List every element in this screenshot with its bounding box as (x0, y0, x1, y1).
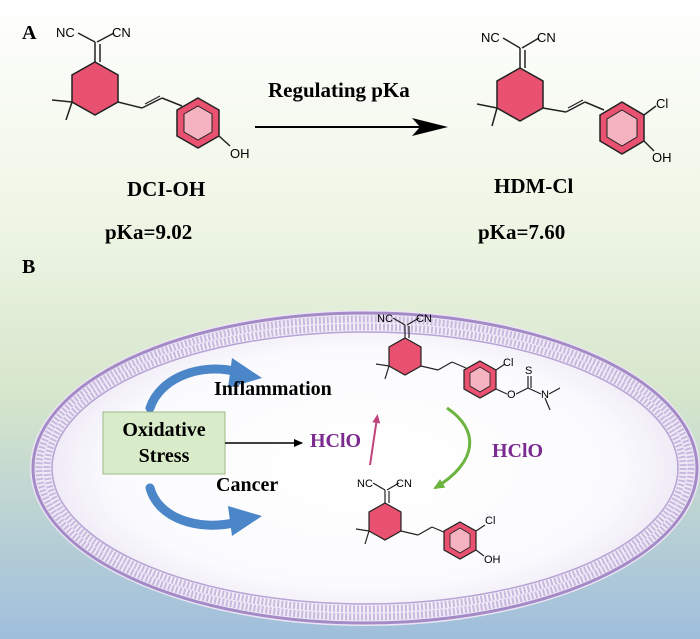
atom-nc-probe: NC (377, 313, 393, 325)
cancer-label: Cancer (216, 474, 279, 496)
stress-line1: Oxidative (122, 419, 206, 441)
inflammation-label: Inflammation (214, 378, 332, 400)
atom-oh-right: OH (652, 150, 672, 165)
hclo-reagent-label: HClO (492, 440, 544, 462)
curved-arrow-up-head (228, 358, 262, 388)
atom-cn-product: CN (396, 478, 412, 490)
reaction-arrow-head (412, 118, 448, 136)
atom-oh-left: OH (230, 146, 250, 161)
panel-a-label: A (22, 22, 37, 44)
arrow-label: Regulating pKa (268, 78, 410, 102)
atom-nc-product: NC (357, 478, 373, 490)
atom-cn-probe: CN (416, 313, 432, 325)
left-compound-name: DCI-OH (127, 177, 206, 201)
atom-nc-right: NC (481, 30, 500, 45)
atom-s-probe: S (525, 365, 532, 377)
right-compound-pka: pKa=7.60 (478, 220, 566, 244)
molecule-probe (375, 317, 561, 411)
atom-cn-right: CN (537, 30, 556, 45)
curved-arrow-up (145, 364, 243, 413)
increase-arrow (369, 414, 381, 466)
cell-membrane (30, 310, 700, 626)
atom-cn-left: CN (112, 25, 131, 40)
atom-nc-left: NC (56, 25, 75, 40)
atom-oh-product: OH (484, 554, 501, 566)
left-compound-pka: pKa=9.02 (105, 220, 193, 244)
panel-b-label: B (22, 256, 36, 278)
atom-n-probe: N (541, 389, 549, 401)
atom-cl-probe: Cl (503, 357, 513, 369)
molecule-product (355, 482, 486, 560)
molecule-dci-oh (51, 32, 231, 149)
hclo-product-label: HClO (310, 430, 362, 452)
curved-arrow-down-head (228, 506, 262, 536)
atom-cl-right: Cl (656, 96, 668, 111)
curved-arrow-down (145, 483, 243, 530)
atom-o-probe: O (507, 389, 516, 401)
atom-cl-product: Cl (485, 515, 495, 527)
right-compound-name: HDM-Cl (494, 174, 574, 198)
molecule-hdm-cl (476, 37, 657, 155)
stress-line2: Stress (138, 445, 190, 467)
conversion-arrow (433, 406, 472, 490)
